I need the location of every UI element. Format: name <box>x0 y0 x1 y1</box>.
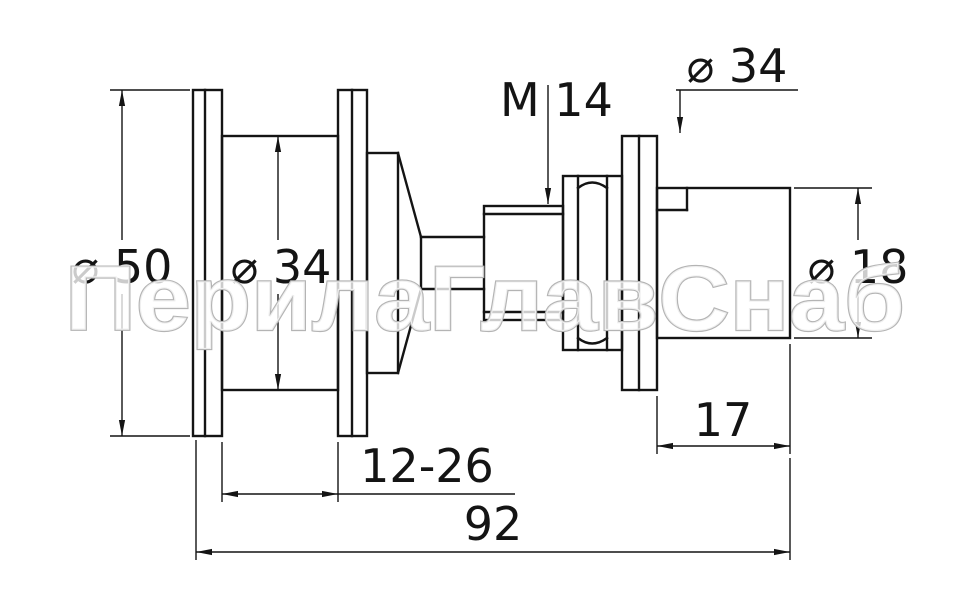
dim-label-12-26: 12-26 <box>360 439 494 493</box>
dim-label-m14: M 14 <box>500 73 613 127</box>
step-cylinder <box>365 151 400 375</box>
dim-label-92: 92 <box>464 497 523 551</box>
dim-label-d34-left: ⌀ 34 <box>231 240 332 294</box>
dim-label-17: 17 <box>694 393 753 447</box>
dim-label-d34-right: ⌀ 34 <box>687 39 788 93</box>
watermark-text: ПерилаГлавСнаб <box>65 248 905 350</box>
dim-length-17 <box>656 344 791 454</box>
dim-length-92 <box>195 440 791 560</box>
dimensions: ⌀ 50 ⌀ 34 M 14 ⌀ 34 <box>72 39 909 560</box>
spacer-cylinder <box>655 186 792 340</box>
dim-range-12-26 <box>221 442 515 502</box>
cone-top-edge <box>396 151 423 239</box>
dim-label-d50: ⌀ 50 <box>72 240 173 294</box>
part-outline <box>191 88 792 438</box>
cone-bottom-edge <box>396 287 423 375</box>
dim-diameter-50 <box>110 89 190 437</box>
nut-chamfer-arc-bottom <box>576 336 609 345</box>
dim-diameter-18 <box>794 187 872 339</box>
dim-label-d18: ⌀ 18 <box>808 240 909 294</box>
nut-chamfer-arc-top <box>576 181 609 190</box>
dim-diameter-34-washer <box>676 89 798 133</box>
